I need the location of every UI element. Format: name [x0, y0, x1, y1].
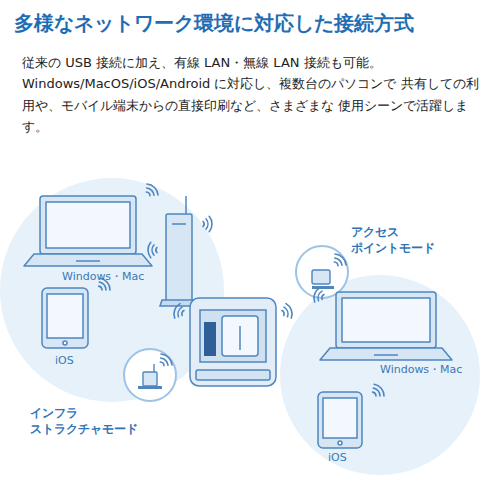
wifi-arc [286, 304, 292, 319]
wifi-arc [161, 358, 168, 365]
laptop [24, 196, 152, 266]
wifi-arc [284, 307, 288, 317]
wifi-arc [374, 384, 384, 396]
wifi-arc [174, 304, 180, 319]
wifi-arc [148, 242, 151, 257]
wifi-arc [334, 262, 338, 266]
tablet [318, 392, 362, 448]
wifi-arc [161, 354, 172, 365]
wifi-arc [152, 245, 154, 255]
body-text: 従来の USB 接続に加え、有線 LAN・無線 LAN 接続も可能。 Windo… [22, 52, 484, 138]
mode-heading: インフラ ストラクチャモード [28, 405, 147, 437]
scene-circle: Windows・Mac iOS [0, 178, 224, 402]
device-label: Windows・Mac [62, 269, 144, 284]
wifi-arc [160, 362, 164, 366]
mode-heading: アクセス ポイントモード [349, 224, 439, 256]
wifi-arc [282, 311, 284, 316]
tablet [42, 288, 88, 348]
wifi-waves [99, 184, 384, 396]
wifi-arc [209, 216, 212, 231]
wifi-arc [146, 192, 150, 196]
device-label: Windows・Mac [380, 362, 462, 377]
wifi-arc [335, 254, 346, 265]
title: 多様なネットワーク環境に対応した接続方式 [14, 10, 414, 37]
wifi-arc [178, 307, 182, 317]
wifi-arc [373, 392, 376, 396]
wifi-arc [147, 188, 154, 195]
wifi-arc [322, 295, 324, 300]
wifi-arc [206, 219, 208, 229]
wifi-arc [182, 311, 184, 316]
mode-circle: アクセス ポイントモード [296, 246, 348, 298]
wifi-arc [99, 282, 106, 290]
wifi-arc [314, 288, 320, 303]
router [160, 196, 198, 306]
infrastructure-badge [124, 349, 176, 401]
label-printer [190, 298, 276, 386]
scene-circle [280, 275, 480, 475]
laptop [320, 292, 452, 360]
mode-circle: インフラ ストラクチャモード [124, 349, 176, 401]
wifi-arc [202, 221, 205, 226]
wifi-arc [373, 388, 380, 396]
device-label: iOS [55, 354, 74, 367]
access-point-badge [296, 246, 348, 298]
scene-circle: Windows・Mac iOS [280, 275, 480, 475]
wifi-arc [335, 258, 342, 265]
device-label: iOS [328, 451, 347, 464]
wifi-arc [99, 286, 102, 290]
wifi-arc [147, 184, 158, 195]
wifi-arc [155, 247, 158, 252]
wifi-arc [318, 291, 322, 301]
